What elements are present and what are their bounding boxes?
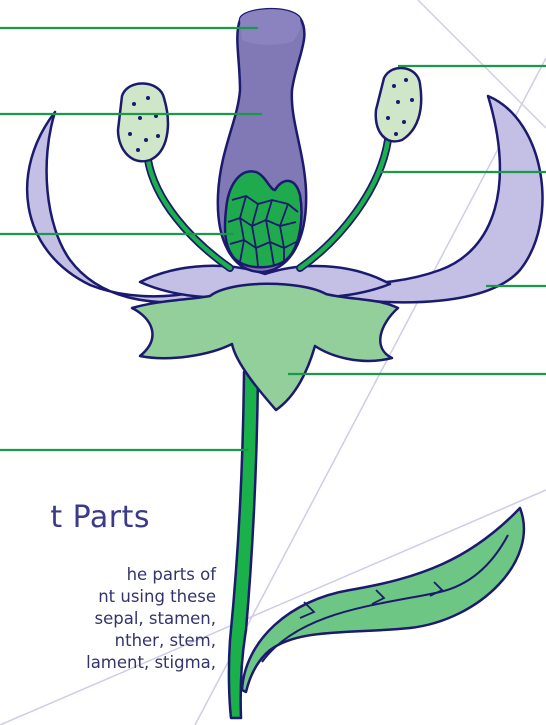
leaf-icon	[242, 508, 524, 692]
instruction-line: lament, stigma,	[0, 652, 216, 674]
instruction-line: nther, stem,	[0, 630, 216, 652]
instruction-line: he parts of	[0, 564, 216, 586]
filament-icon	[300, 140, 388, 268]
instruction-line: nt using these	[0, 586, 216, 608]
anther-icon	[118, 83, 168, 161]
ovary-icon	[225, 171, 302, 267]
worksheet-instructions: he parts of nt using these sepal, stamen…	[0, 564, 216, 674]
worksheet-title: t Parts	[0, 500, 150, 535]
instruction-line: sepal, stamen,	[0, 608, 216, 630]
anther-icon	[376, 68, 421, 141]
sepal-icon	[132, 284, 398, 410]
